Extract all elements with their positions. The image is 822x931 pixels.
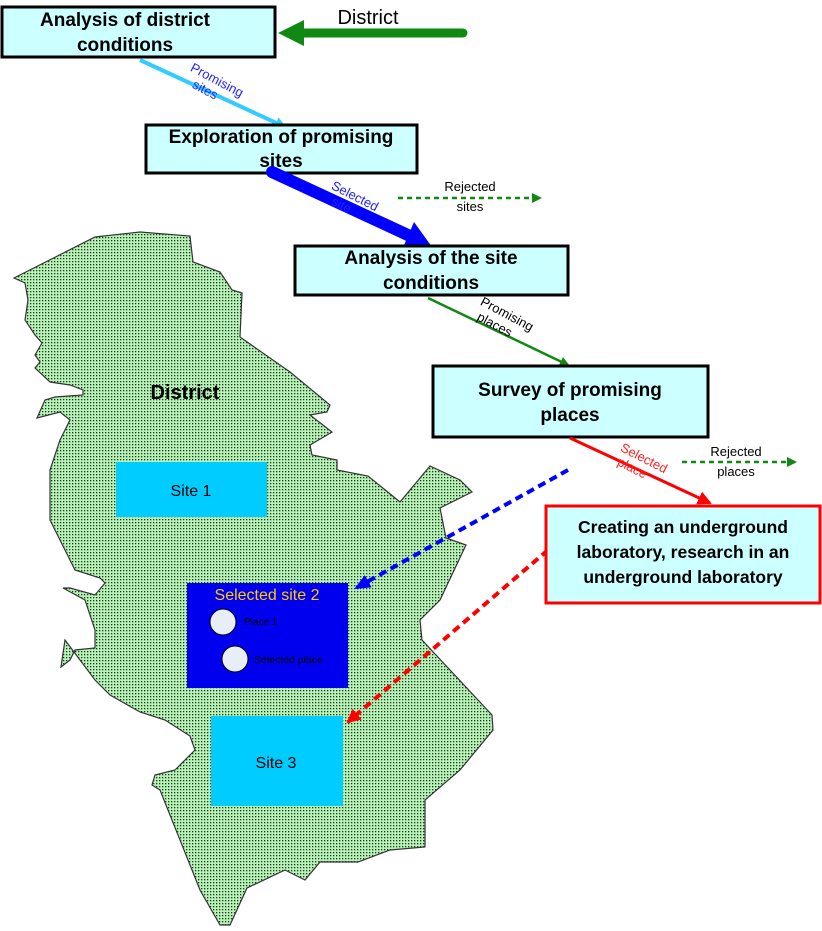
site-3[interactable] bbox=[211, 716, 343, 806]
site-1-label: Site 1 bbox=[171, 483, 212, 500]
rejected-sites-label-1: Rejected bbox=[444, 179, 495, 194]
selected-site-arrow-head bbox=[402, 222, 432, 250]
district-arrow-label: District bbox=[337, 7, 399, 29]
step-analysis-district[interactable]: Analysis of district conditions bbox=[0, 5, 277, 59]
step-3-line-1: Analysis of the site bbox=[344, 248, 517, 269]
site-3-label: Site 3 bbox=[256, 755, 297, 772]
promising-sites-arrow bbox=[139, 58, 287, 129]
selected-place-label: Selected place bbox=[254, 654, 323, 666]
place-1-marker[interactable] bbox=[209, 608, 237, 636]
rejected-places-label-2: places bbox=[717, 464, 755, 479]
selected-place-map-link bbox=[346, 548, 550, 724]
promising-places-arrow bbox=[427, 296, 570, 367]
step-2-line-2: sites bbox=[259, 151, 302, 172]
step-4-line-1: Survey of promising bbox=[478, 380, 662, 401]
district-map: District Site 1 Selected site 2 Place 1 … bbox=[12, 231, 494, 926]
selected-site-2[interactable] bbox=[187, 583, 348, 688]
step-underground-laboratory[interactable]: Creating an underground laboratory, rese… bbox=[544, 504, 822, 605]
step-5-line-3: underground laboratory bbox=[583, 567, 783, 587]
step-survey-places[interactable]: Survey of promising places bbox=[431, 364, 710, 439]
rejected-sites-label-2: sites bbox=[457, 199, 484, 214]
site-1[interactable] bbox=[116, 462, 267, 517]
step-exploration-sites[interactable]: Exploration of promising sites bbox=[144, 123, 419, 175]
selected-site-2-label: Selected site 2 bbox=[215, 587, 320, 604]
step-4-line-2: places bbox=[540, 405, 599, 426]
selected-place-arrow bbox=[569, 436, 712, 505]
district-map-label: District bbox=[151, 382, 220, 404]
step-1-line-2: conditions bbox=[77, 35, 173, 56]
selected-site-map-link bbox=[354, 468, 569, 590]
district-arrow-head bbox=[278, 20, 304, 46]
selected-place-marker[interactable] bbox=[221, 645, 249, 673]
rejected-places-label-1: Rejected bbox=[710, 444, 761, 459]
step-5-line-2: laboratory, research in an bbox=[577, 542, 790, 562]
step-2-line-1: Exploration of promising bbox=[169, 127, 394, 148]
step-analysis-site[interactable]: Analysis of the site conditions bbox=[293, 244, 570, 297]
place-1-label: Place 1 bbox=[244, 617, 278, 628]
step-3-line-2: conditions bbox=[383, 273, 479, 294]
step-1-line-1: Analysis of district bbox=[40, 10, 211, 31]
district-outline bbox=[12, 231, 494, 926]
promising-places-label: Promising places bbox=[475, 294, 536, 340]
selected-site-arrow bbox=[266, 166, 416, 242]
step-5-line-1: Creating an underground bbox=[578, 517, 788, 537]
